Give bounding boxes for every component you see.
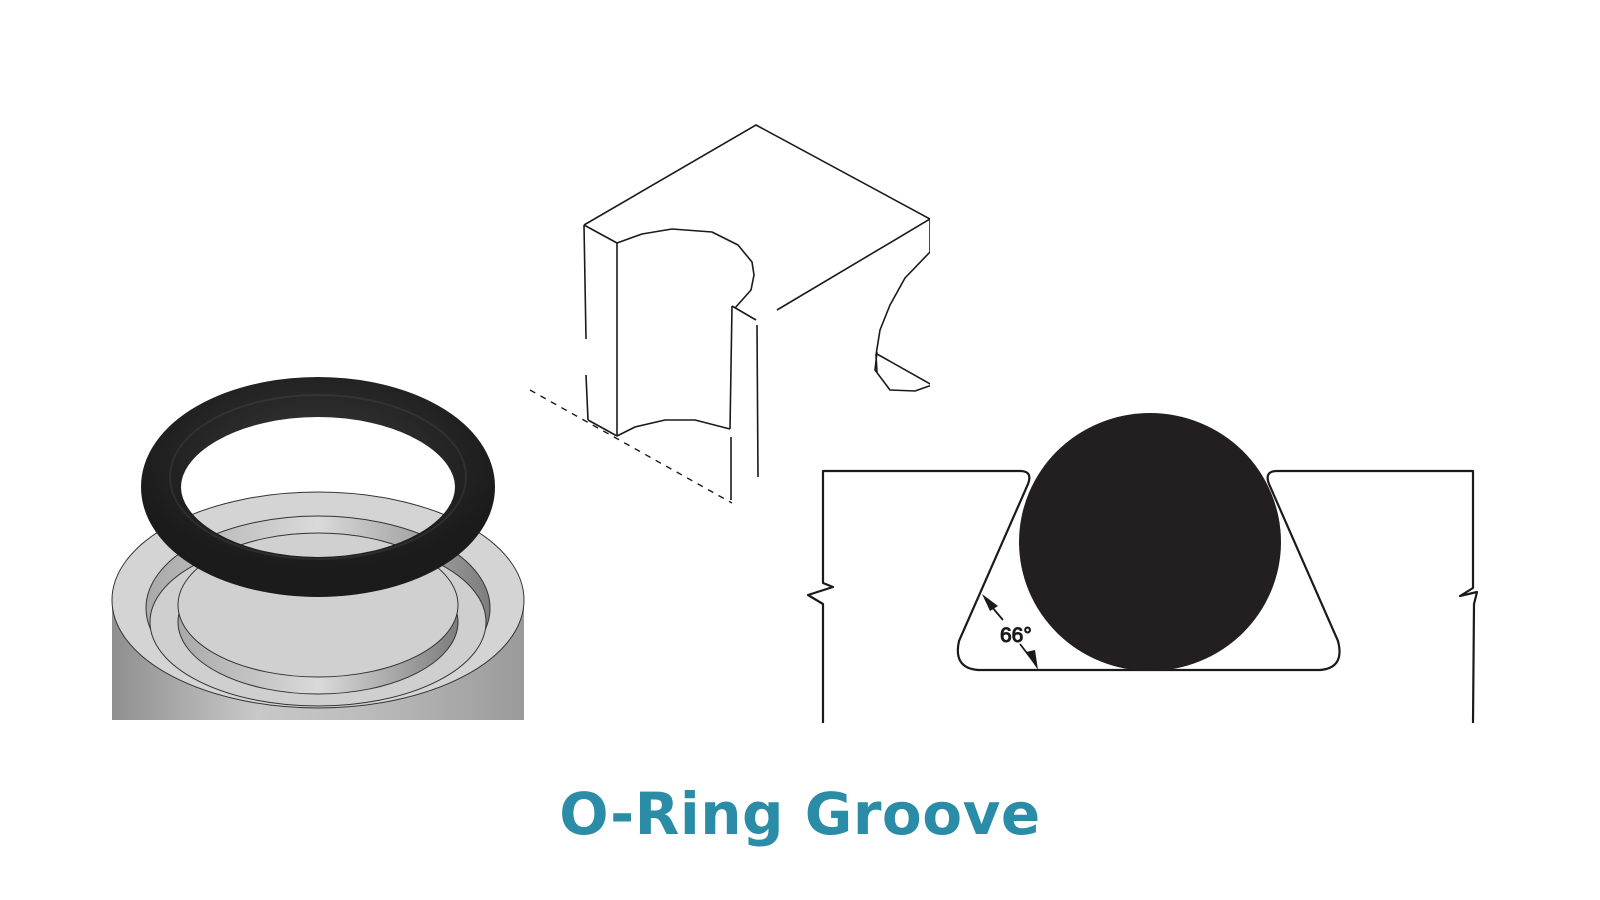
angle-dimension: 66°	[982, 594, 1038, 670]
oring-cross-section-icon	[1019, 413, 1281, 671]
oring-3d-figure	[111, 377, 525, 720]
left-break-line	[806, 469, 1020, 723]
oring-icon	[141, 377, 495, 597]
page-title: O-Ring Groove	[559, 780, 1041, 848]
groove-cross-section-figure: 66°	[806, 413, 1479, 724]
isometric-groove-figure	[529, 124, 930, 504]
angle-label: 66°	[1000, 624, 1032, 647]
dashed-base-line	[529, 389, 733, 504]
right-break-line	[1277, 469, 1479, 724]
